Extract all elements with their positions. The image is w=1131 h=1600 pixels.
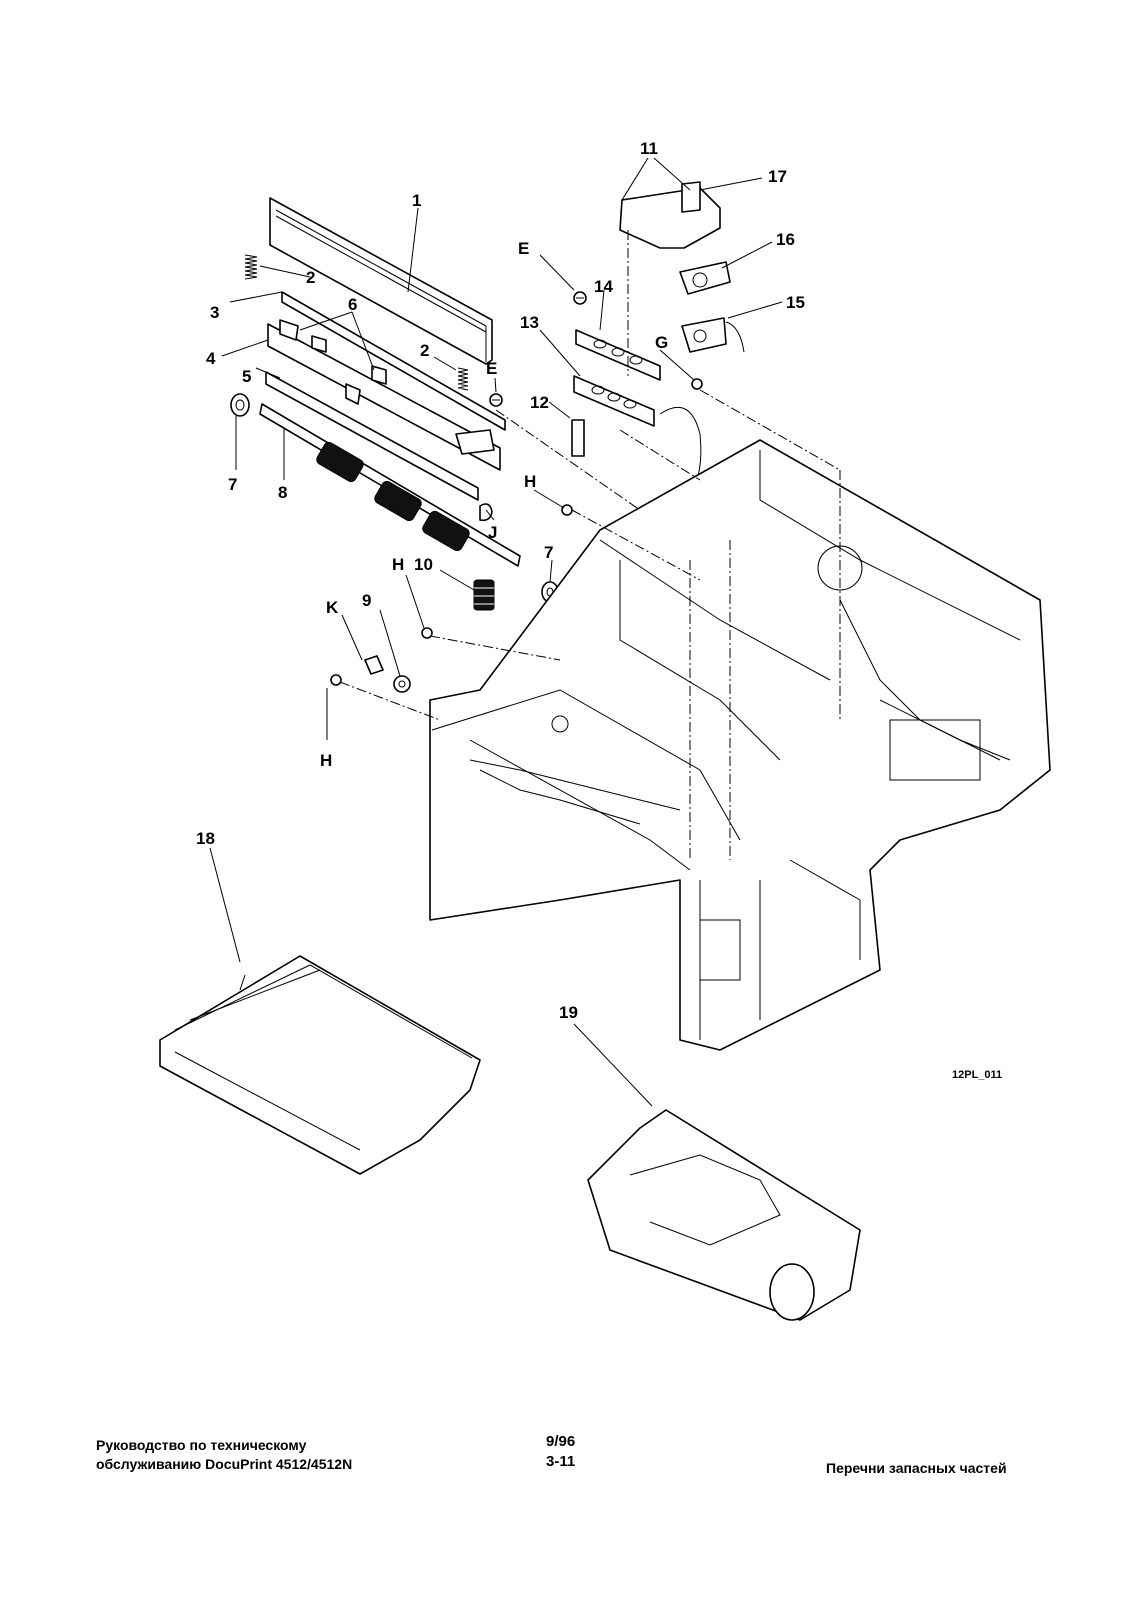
callout-13: 13 (520, 313, 539, 332)
page-number: 3-11 (546, 1453, 576, 1470)
callout-9: 9 (362, 591, 371, 610)
part-3-plate (281, 291, 506, 431)
callout-g: G (655, 333, 668, 352)
part-2-springs (244, 254, 469, 391)
callout-e: E (518, 239, 529, 258)
manual-title-line-2: обслуживанию DocuPrint 4512/4512N (96, 1456, 353, 1472)
callout-labels: 1 2 2 3 4 5 6 7 7 8 9 10 11 12 13 14 15 … (196, 139, 1002, 1081)
callout-12: 12 (530, 393, 549, 412)
callout-1: 1 (412, 191, 421, 210)
part-5-plate (265, 371, 479, 501)
callout-11: 11 (640, 139, 658, 158)
page-info: 9/96 3-11 (546, 1432, 575, 1472)
callout-j: J (488, 523, 497, 542)
callout-17: 17 (768, 167, 787, 186)
part-14-sensor-holder (575, 329, 661, 381)
callout-3: 3 (210, 303, 219, 322)
callout-h: H (524, 472, 536, 491)
callout-10: 10 (414, 555, 433, 574)
manual-title-line-1: Руководство по техническому (96, 1437, 307, 1453)
callout-19: 19 (559, 1003, 578, 1022)
callout-h: H (320, 751, 332, 770)
callout-k: K (326, 598, 339, 617)
section-title: Перечни запасных частей (826, 1460, 1007, 1476)
manual-title: Руководство по техническому обслуживанию… (96, 1436, 352, 1474)
part-16-sensor (679, 261, 731, 295)
callout-16: 16 (776, 230, 795, 249)
hardware-items (330, 291, 703, 693)
callout-4: 4 (206, 349, 216, 368)
part-18-cartridge (159, 955, 481, 1175)
leader-lines (209, 157, 783, 1107)
part-17-bracket (619, 181, 721, 249)
part-19-toner-cartridge (587, 1109, 861, 1321)
part-1-guide-bar (269, 197, 493, 365)
part-4-guide (267, 319, 501, 471)
part-15-sensor (681, 317, 745, 353)
part-13-sensor-board (573, 375, 702, 495)
part-8-feed-roller (259, 403, 521, 567)
callout-7: 7 (228, 475, 237, 494)
revision-date: 9/96 (546, 1433, 576, 1450)
main-frame (429, 439, 1051, 1051)
callout-h: H (392, 555, 404, 574)
callout-6: 6 (348, 295, 357, 314)
alignment-lines (339, 230, 841, 860)
callout-e: E (486, 359, 497, 378)
callout-2: 2 (306, 268, 315, 287)
callout-18: 18 (196, 829, 215, 848)
callout-14: 14 (594, 277, 613, 296)
callout-7: 7 (544, 543, 553, 562)
callout-2: 2 (420, 341, 429, 360)
callout-8: 8 (278, 483, 287, 502)
callout-5: 5 (242, 367, 251, 386)
figure-code: 12PL_011 (952, 1069, 1002, 1081)
callout-15: 15 (786, 293, 805, 312)
